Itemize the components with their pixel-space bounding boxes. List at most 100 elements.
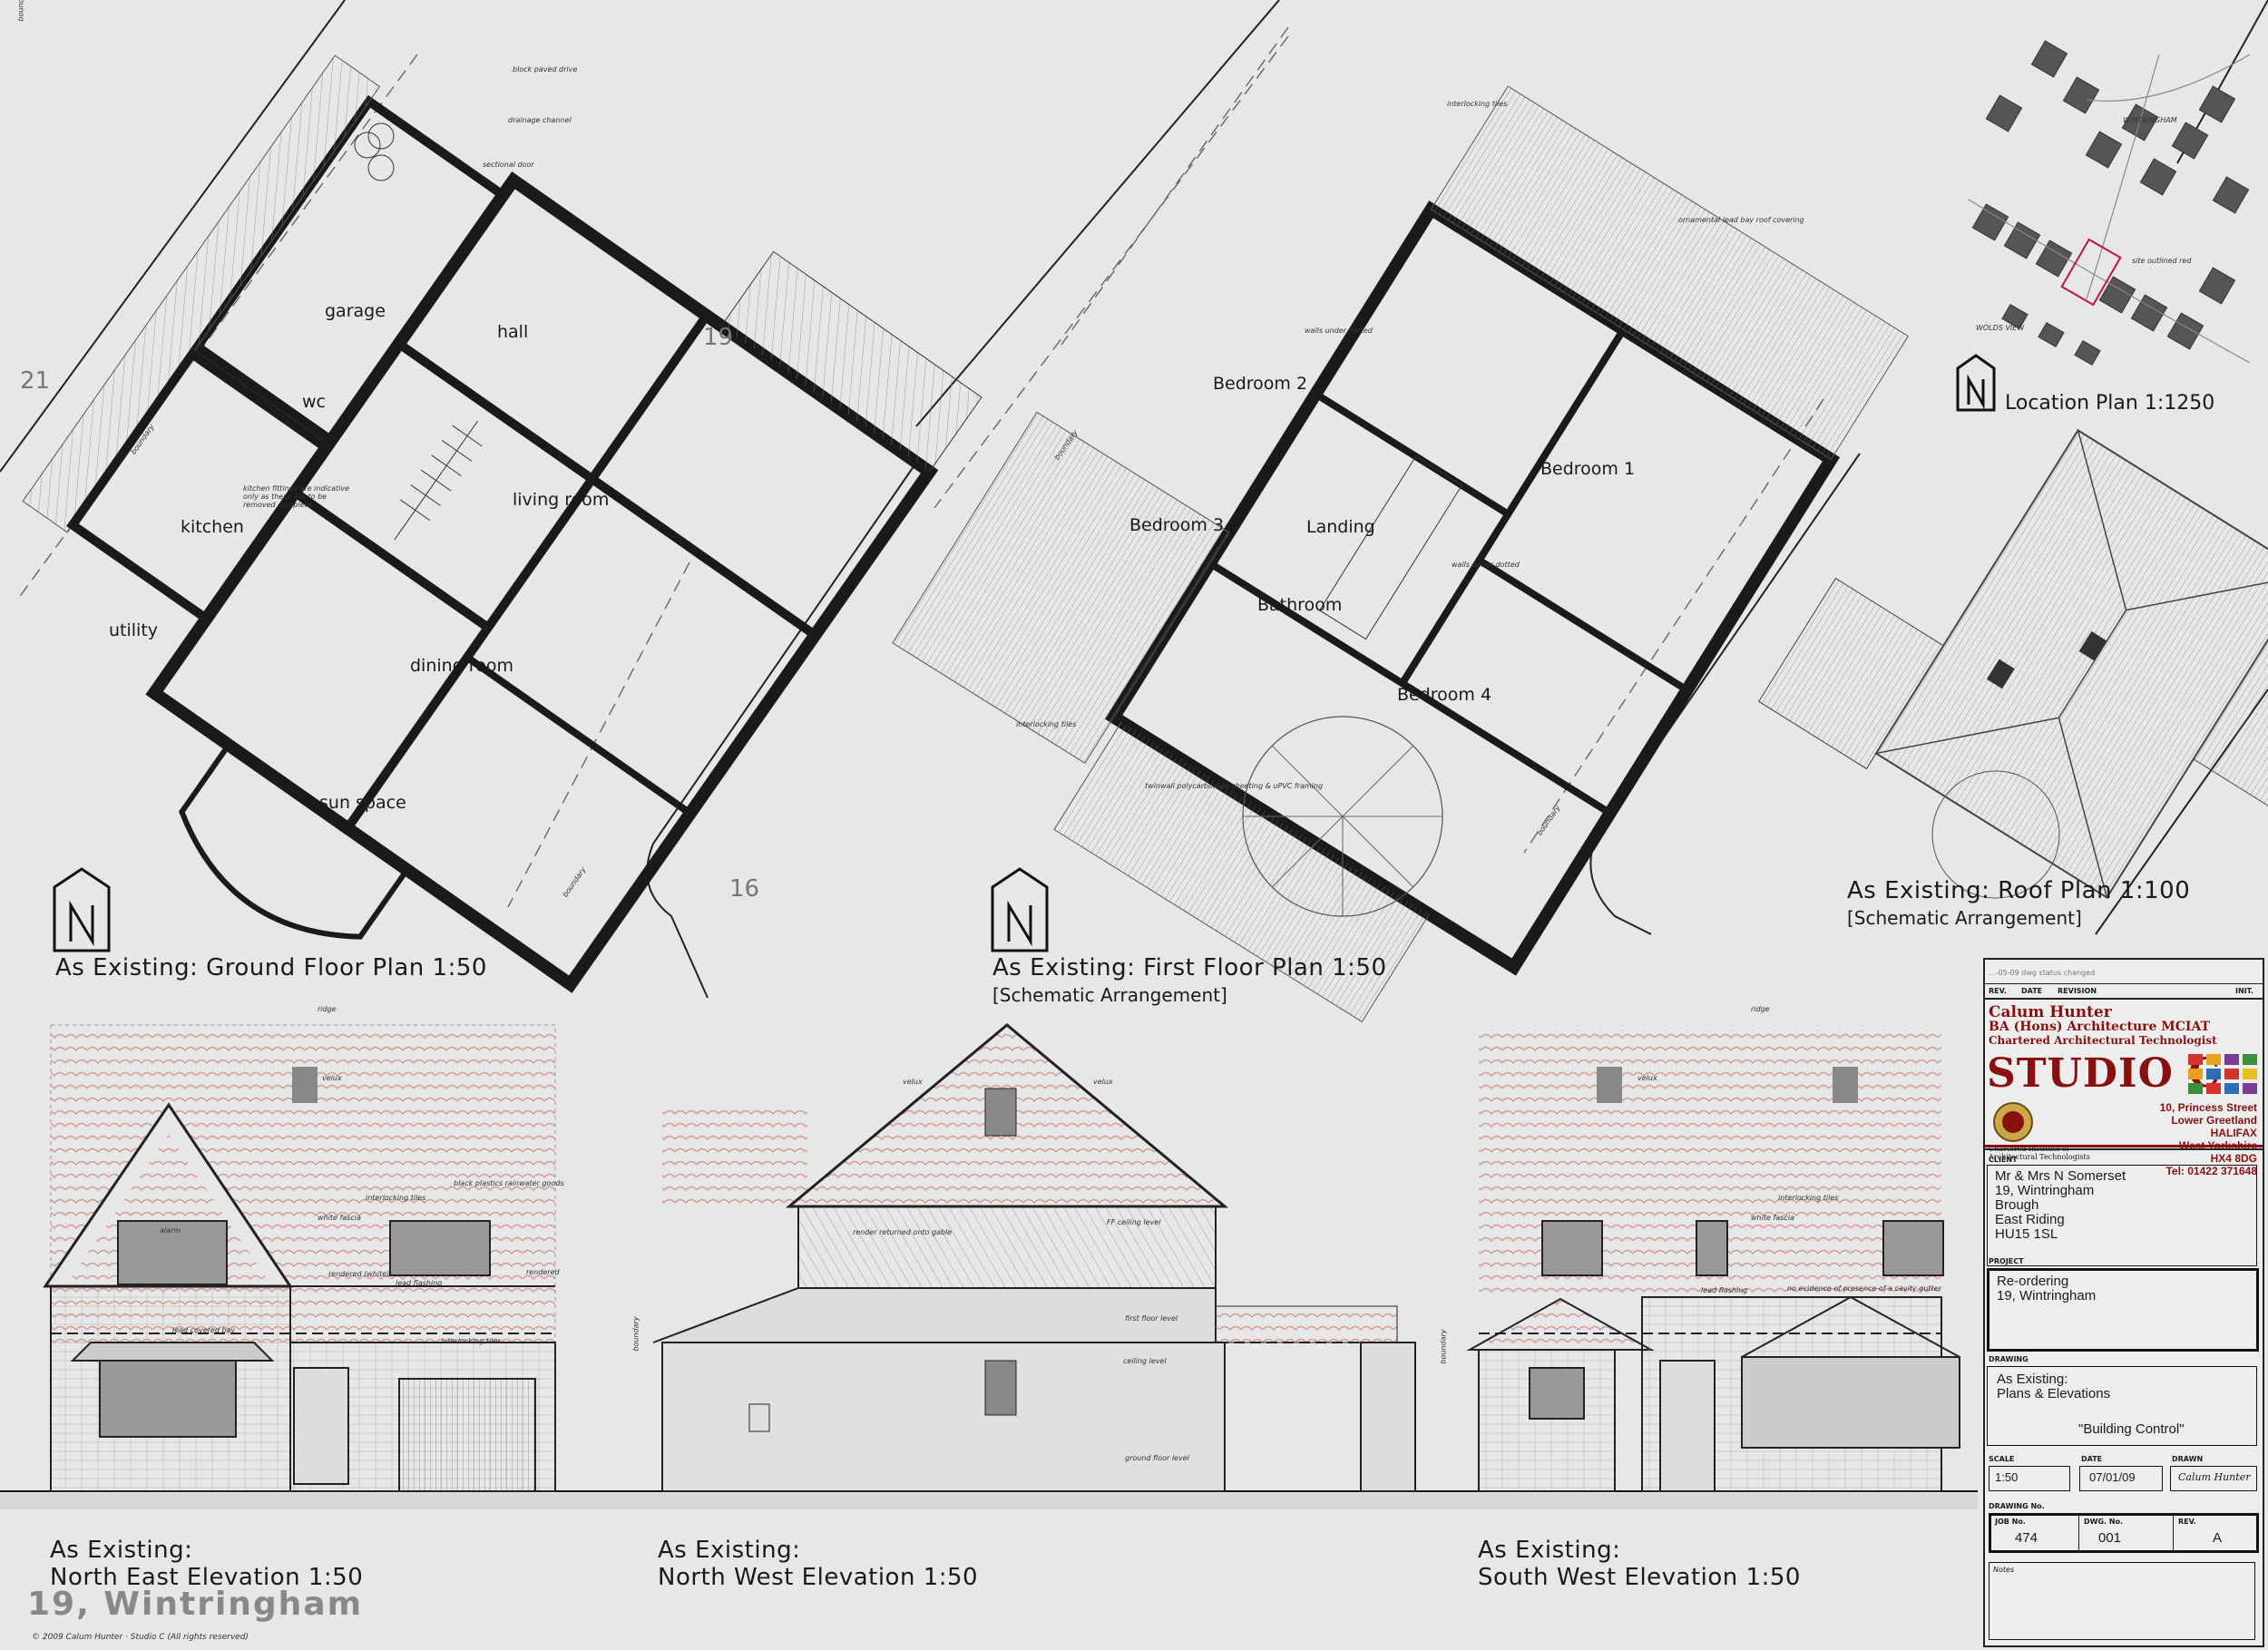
note-walls-under-dotted-2: walls under dotted [1452,561,1520,569]
address-line-5: HX4 8DG [2210,1152,2257,1165]
room-utility: utility [109,620,159,640]
studio-color-squares-logo [2188,1054,2257,1094]
project-label: PROJECT [1989,1257,2024,1265]
roof-plan-subtitle: [Schematic Arrangement] [1847,907,2082,929]
room-hall: hall [497,322,529,342]
footer-address: 19, Wintringham [27,1586,364,1623]
client-label: CLIENT [1989,1156,2018,1164]
drawing-line-2: Plans & Elevations [1997,1386,2111,1401]
dwg-label: DWG. No. [2084,1518,2124,1526]
location-plan-title: Location Plan 1:1250 [2005,392,2215,415]
note-velux-ne: velux [322,1074,342,1082]
first-floor-plan-title: As Existing: First Floor Plan 1:50 [992,954,1387,981]
note-ground-floor-level: ground floor level [1125,1454,1189,1462]
rev-header-rev: REV. [1989,987,2007,995]
sw-elevation-title-2: South West Elevation 1:50 [1478,1564,1801,1591]
room-sun-space: sun space [319,793,406,813]
note-interlocking-tiles-sw: interlocking tiles [1778,1194,1839,1202]
drawing-no-box: JOB No. 474 DWG. No. 001 REV. A [1989,1513,2259,1553]
room-landing: Landing [1306,517,1375,537]
note-walls-under-dotted-1: walls under dotted [1305,327,1373,335]
note-velux-sw: velux [1637,1074,1657,1082]
note-white-fascia-ne: white fascia [318,1214,361,1222]
note-boundary-sw: boundary [1439,1329,1448,1364]
client-line-2: 19, Wintringham [1995,1183,2095,1198]
house-number-16: 16 [729,875,760,903]
client-box: Mr & Mrs N Somerset 19, Wintringham Brou… [1987,1165,2257,1266]
room-bedroom-1: Bedroom 1 [1540,459,1636,479]
ciat-seal-icon [1993,1102,2033,1142]
nw-elevation-title-2: North West Elevation 1:50 [658,1564,979,1591]
rev-header-revision: REVISION [2058,987,2097,995]
ground-floor-plan-title: As Existing: Ground Floor Plan 1:50 [55,954,487,981]
note-block-paved-drive: block paved drive [513,65,578,73]
revision-row: ...-05-09 dwg status changed [1989,969,2096,977]
nw-elevation-title-1: As Existing: [658,1537,801,1564]
drawing-no-label: DRAWING No. [1989,1502,2045,1510]
drawn-value: Calum Hunter [2178,1471,2251,1483]
note-sectional-door: sectional door [483,161,534,169]
ne-elevation-title-2: North East Elevation 1:50 [50,1564,364,1591]
note-ceiling-level: ceiling level [1123,1357,1167,1365]
drawing-box: As Existing: Plans & Elevations "Buildin… [1987,1366,2257,1446]
notes-label: Notes [1993,1566,2015,1574]
note-site-outlined: site outlined red [2132,257,2192,265]
note-rendered: rendered [526,1268,560,1276]
address-line-3: HALIFAX [2210,1127,2257,1139]
note-interlocking-tiles-ne: interlocking tiles [366,1194,426,1202]
roof-plan-title: As Existing: Roof Plan 1:100 [1847,877,2191,904]
note-kitchen-fittings: kitchen fittings are indicative only as … [243,484,350,509]
client-line-3: Brough [1995,1197,2039,1213]
address-line-1: 10, Princess Street [2159,1101,2257,1114]
note-ridge-ne: ridge [318,1005,337,1013]
project-line-1: Re-ordering [1997,1274,2069,1289]
room-garage: garage [325,301,386,321]
note-render-returned: render returned onto gable [853,1228,953,1236]
designer-qualification: BA (Hons) Architecture MCIAT [1989,1020,2210,1034]
footer-copyright: © 2009 Calum Hunter · Studio C (All righ… [32,1633,249,1642]
rev-header-init: INIT. [2235,987,2253,995]
date-value: 07/01/09 [2089,1470,2136,1484]
sw-elevation-title-1: As Existing: [1478,1537,1621,1564]
note-boundary-ne: boundary [16,0,25,22]
note-no-evidence: no evidence of presence of a cavity gutt… [1787,1284,1941,1293]
title-block: ...-05-09 dwg status changed REV. DATE R… [1983,958,2264,1647]
room-bathroom: Bathroom [1257,595,1343,615]
address-line-6: Tel: 01422 371648 [2165,1165,2257,1177]
dwg-value: 001 [2098,1530,2122,1546]
drawing-line-1: As Existing: [1997,1372,2068,1387]
note-drainage-channel: drainage channel [508,116,572,124]
house-number-21: 21 [20,367,51,395]
date-box: 07/01/09 [2079,1466,2163,1491]
scale-label: SCALE [1989,1455,2015,1463]
ne-elevation-title-1: As Existing: [50,1537,193,1564]
note-rendered-white: rendered (white) [328,1270,390,1278]
note-interlocking-tiles-first: interlocking tiles [1016,720,1077,728]
note-alarm: alarm [160,1226,181,1235]
rev-value: A [2213,1530,2223,1546]
studio-logo-text: STUDIO C [1987,1050,2222,1097]
room-living-room: living room [513,490,610,510]
note-lead-flashing-sw: lead flashing [1701,1286,1748,1294]
note-boundary-nw: boundary [631,1316,640,1352]
room-wc: wc [302,392,326,412]
rev-label: REV. [2178,1518,2196,1526]
note-interlocking-tiles-ne-2: interlocking tiles [441,1337,502,1345]
note-velux-nw-2: velux [1093,1078,1113,1086]
date-label: DATE [2081,1455,2103,1463]
scale-box: 1:50 [1989,1466,2070,1491]
note-ornamental-lead: ornamental lead bay roof covering [1678,216,1804,224]
project-box: Re-ordering 19, Wintringham [1987,1268,2259,1352]
designer-name: Calum Hunter [1989,1003,2112,1021]
note-velux-nw-1: velux [903,1078,923,1086]
job-value: 474 [2015,1530,2038,1546]
address-line-2: Lower Greetland [2171,1114,2257,1127]
project-line-2: 19, Wintringham [1997,1288,2097,1303]
scale-value: 1:50 [1995,1470,2019,1484]
first-floor-plan-subtitle: [Schematic Arrangement] [992,984,1227,1006]
client-line-1: Mr & Mrs N Somerset [1995,1168,2126,1184]
client-line-4: East Riding [1995,1212,2065,1227]
drawing-status: "Building Control" [2078,1421,2185,1437]
note-lead-flashing-ne: lead flashing [396,1279,443,1287]
